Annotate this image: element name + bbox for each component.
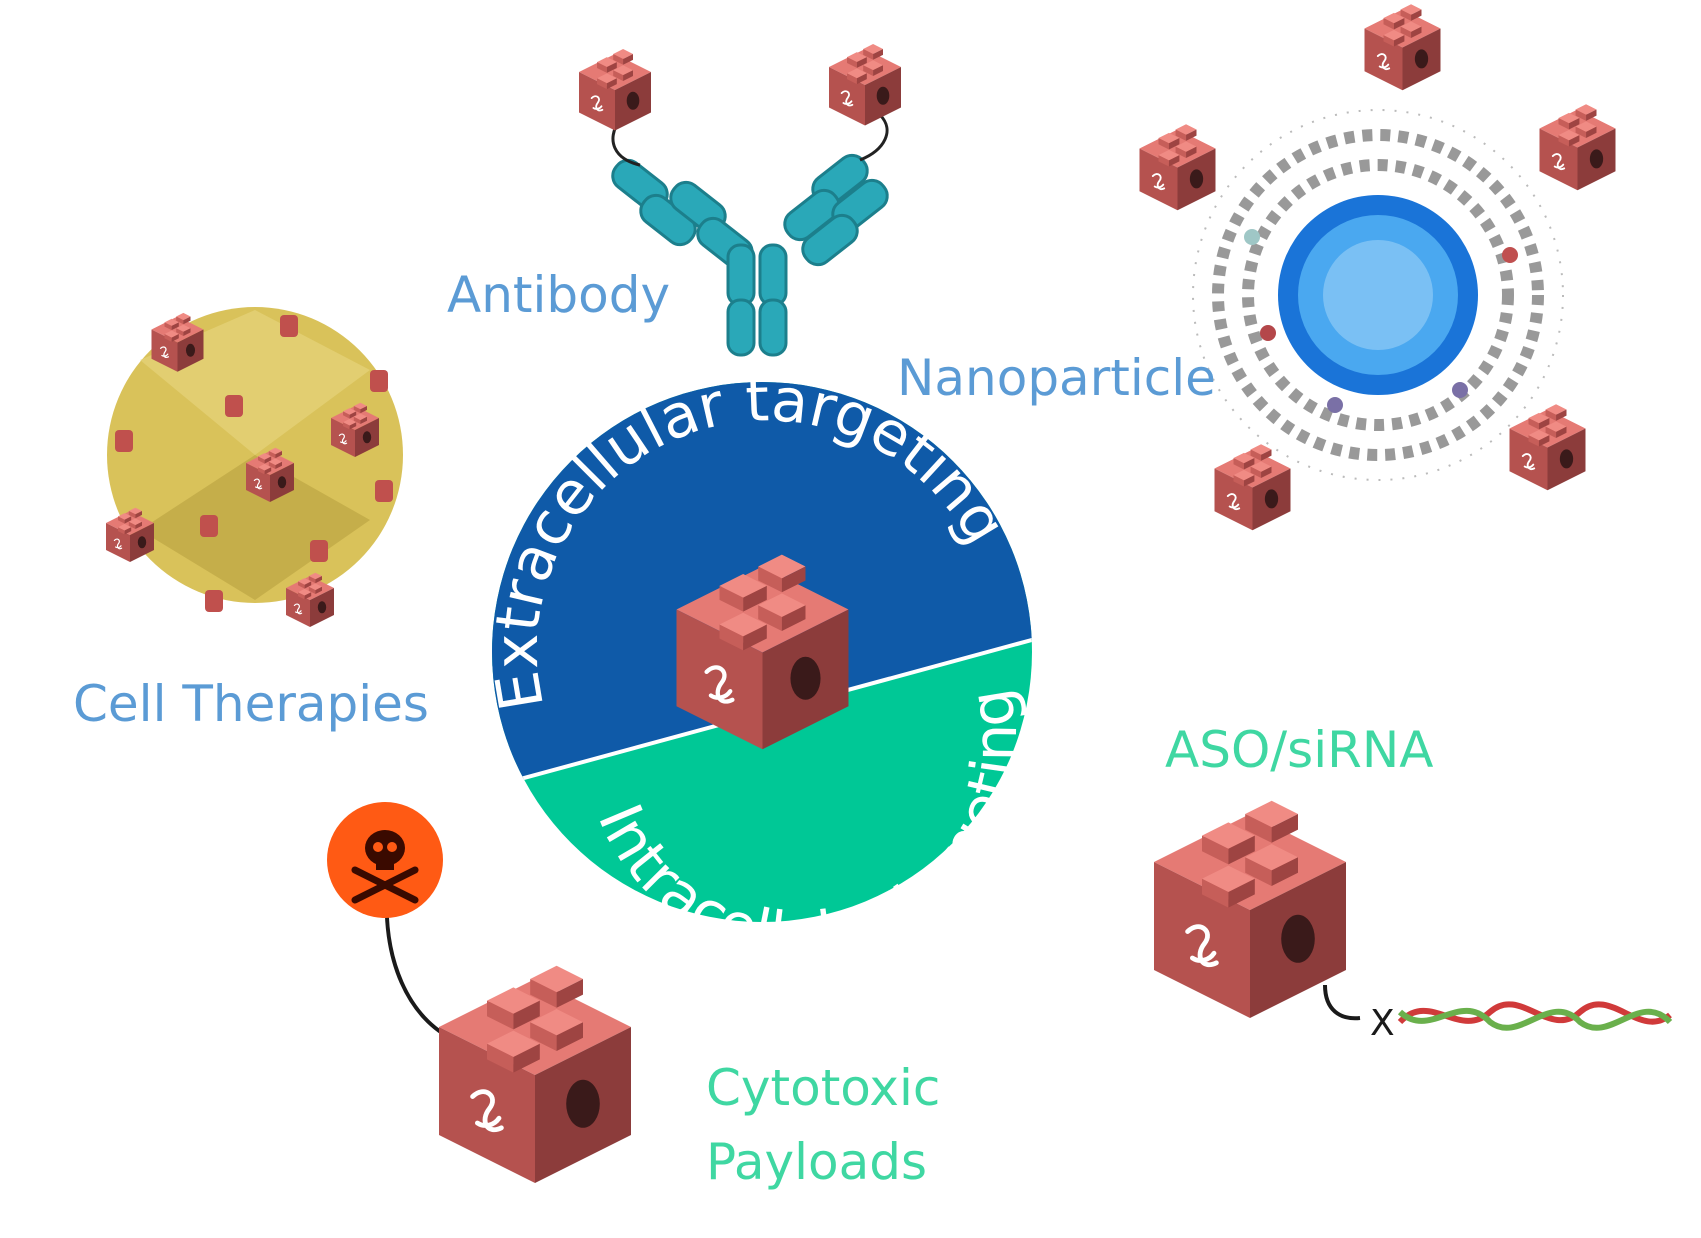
cell-therapy-icon — [105, 307, 403, 628]
cell-therapies-label: Cell Therapies — [73, 675, 429, 733]
nanoparticle-label: Nanoparticle — [897, 349, 1216, 407]
aso-sirna-icon: X — [1154, 801, 1673, 1044]
cytotoxic-label-line1: Cytotoxic — [706, 1059, 941, 1117]
cytotoxic-label-line2: Payloads — [706, 1133, 928, 1191]
dna-helix-icon — [1397, 1001, 1673, 1031]
linker-x: X — [1370, 1003, 1395, 1044]
nanoparticle-icon — [1138, 3, 1617, 532]
antibody-icon — [578, 43, 902, 357]
antibody-label: Antibody — [447, 266, 671, 324]
aso-sirna-label: ASO/siRNA — [1165, 721, 1434, 779]
cytotoxic-payload-icon — [327, 802, 631, 1183]
skull-crossbones-icon — [351, 830, 419, 904]
targeting-circle: Extracellular targeting Intracellular ta… — [482, 365, 1032, 971]
